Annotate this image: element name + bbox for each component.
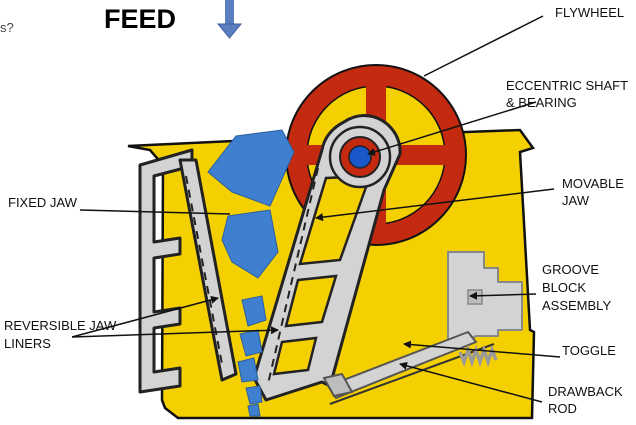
leader-flywheel [423, 15, 544, 77]
leader-liner-fixed [71, 295, 219, 338]
label-toggle: TOGGLE [562, 343, 616, 358]
feed-rocks [207, 129, 295, 417]
label-eccentric-line-1: ECCENTRIC SHAFT [506, 78, 629, 93]
eccentric-shaft [348, 145, 372, 169]
label-groove-line-2: BLOCK [542, 280, 587, 295]
rock-7 [247, 403, 261, 417]
label-groove-line-1: GROOVE [542, 262, 600, 277]
fixed-jaw-liner [178, 158, 238, 382]
leader-lines [71, 15, 561, 403]
fixed-jaw [138, 148, 238, 394]
label-drawback-line-2: ROD [548, 401, 577, 416]
jaw-window-2 [284, 274, 338, 328]
rock-5 [237, 357, 259, 383]
leader-toggle [403, 340, 561, 358]
label-eccentric-line-2: & BEARING [506, 95, 577, 110]
label-liners-line-2: LINERS [4, 336, 51, 351]
rock-2 [221, 209, 279, 279]
down-arrow-icon [216, 0, 243, 39]
groove-block [467, 289, 483, 305]
label-groove-line-3: ASSEMBLY [542, 298, 612, 313]
tension-spring [458, 344, 498, 368]
label-drawback-line-1: DRAWBACK [548, 384, 623, 399]
rock-3 [241, 295, 267, 327]
label-flywheel: FLYWHEEL [555, 5, 625, 20]
feed-arrow-shaft [225, 0, 234, 26]
movable-jaw-dashes [267, 167, 319, 385]
jaw-window-3 [272, 336, 318, 376]
feed-title: FEED [104, 4, 177, 34]
leader-movable-jaw [315, 188, 555, 222]
label-movable-line-2: JAW [562, 193, 589, 208]
label-fixed-jaw: FIXED JAW [8, 195, 77, 210]
rock-1 [207, 129, 295, 207]
leader-fixed-jaw [79, 209, 231, 215]
label-movable-line-1: MOVABLE [562, 176, 624, 191]
clipped-text: s? [0, 20, 14, 35]
rock-6 [245, 385, 263, 405]
toggle-seat [322, 372, 354, 398]
feed-arrow-head [216, 23, 243, 39]
leader-drawback-rod [399, 361, 543, 403]
label-liners-line-1: REVERSIBLE JAW [4, 318, 117, 333]
movable-jaw [252, 114, 402, 402]
leader-groove-block [469, 291, 537, 300]
leader-liner-movable [71, 326, 279, 338]
leader-eccentric [367, 101, 537, 156]
